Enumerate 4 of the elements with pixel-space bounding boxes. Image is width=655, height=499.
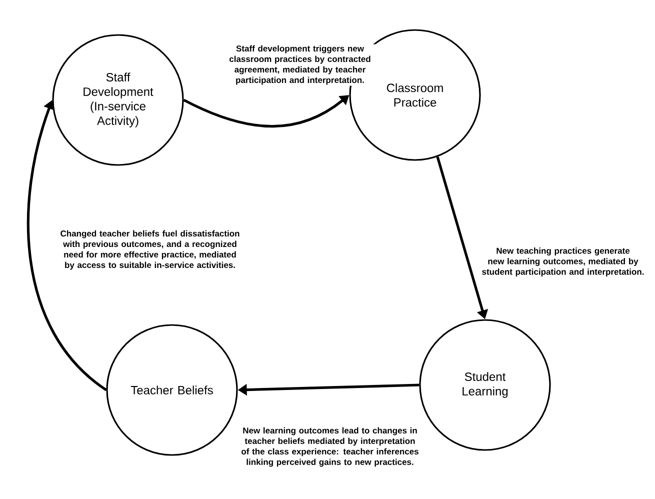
edge-label: New learning outcomes lead to changes in teacher beliefs mediated by interpretation of the class experience: teacher inferences linking perceived gains to new practices. xyxy=(239,426,421,468)
edge-label: New teaching practices generate new learning outcomes, mediated by student participation and interpretation. xyxy=(480,246,646,278)
edge-label: Changed teacher beliefs fuel dissatisfaction with previous outcomes, and a recognized need for more effective practice, mediated by access to suitable in-service activities. xyxy=(44,229,256,271)
edge-label: Staff development triggers new classroom practices by contracted agreement, mediated by teacher participation and interpretation. xyxy=(214,44,386,86)
